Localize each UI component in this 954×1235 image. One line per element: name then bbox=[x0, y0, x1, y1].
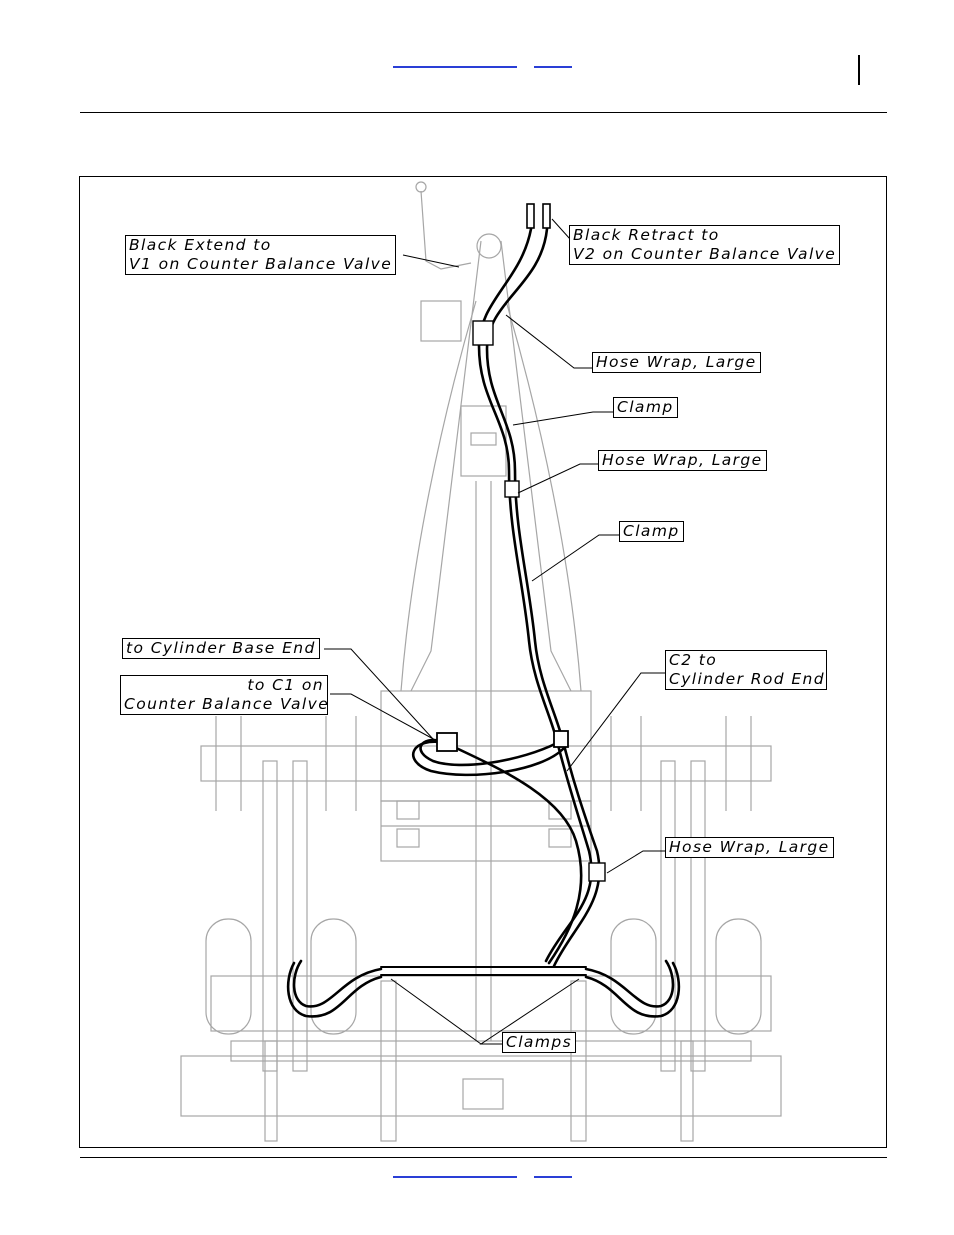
header-link-1[interactable] bbox=[393, 66, 517, 68]
label-clamp-2: Clamp bbox=[619, 521, 684, 542]
safety-chain bbox=[421, 191, 471, 269]
hose-wrap-3 bbox=[589, 863, 605, 881]
label-hose-wrap-1: Hose Wrap, Large bbox=[592, 352, 761, 373]
label-c1: to C1 on Counter Balance Valve bbox=[120, 675, 328, 715]
leader-hose-wrap-1 bbox=[506, 315, 593, 368]
left-lift-arm-inner bbox=[293, 761, 307, 1071]
right-lift-arm-inner bbox=[691, 761, 705, 1071]
label-clamp-1: Clamp bbox=[613, 397, 678, 418]
hose-wrap-2 bbox=[505, 481, 519, 497]
label-c2-line-1: C2 to bbox=[669, 651, 823, 670]
hose-extend-main bbox=[479, 229, 591, 961]
header-link-2[interactable] bbox=[534, 66, 572, 68]
hose-right-cylinder bbox=[586, 961, 673, 1006]
hitch-box bbox=[421, 301, 461, 341]
label-black-retract-line-1: Black Retract to bbox=[573, 226, 836, 245]
label-hose-wrap-2-text: Hose Wrap, Large bbox=[602, 451, 763, 470]
hose-right-cylinder-2 bbox=[586, 963, 679, 1016]
header-divider bbox=[858, 55, 860, 85]
tongue-inner-left bbox=[401, 301, 476, 691]
label-black-retract: Black Retract to V2 on Counter Balance V… bbox=[569, 225, 840, 265]
coupler-2 bbox=[543, 204, 550, 228]
c2-valve bbox=[554, 731, 568, 747]
label-hose-wrap-3: Hose Wrap, Large bbox=[665, 837, 834, 858]
leader-black-retract bbox=[552, 219, 570, 239]
label-hose-wrap-2: Hose Wrap, Large bbox=[598, 450, 767, 471]
label-black-extend-line-2: V1 on Counter Balance Valve bbox=[129, 255, 392, 274]
leader-hose-wrap-3 bbox=[607, 851, 666, 873]
footer-link-1[interactable] bbox=[393, 1176, 517, 1178]
coupler-1 bbox=[527, 204, 534, 228]
hose-wrap-1 bbox=[473, 321, 493, 345]
label-clamps: Clamps bbox=[502, 1032, 576, 1053]
leader-lines bbox=[324, 219, 666, 1044]
footer-rule bbox=[80, 1157, 887, 1158]
leader-clamp-1 bbox=[513, 412, 615, 425]
counter-balance-valve bbox=[437, 733, 457, 751]
label-c1-line-1: to C1 on bbox=[124, 676, 324, 695]
leader-c2 bbox=[567, 673, 666, 771]
footer-link-2[interactable] bbox=[534, 1176, 572, 1178]
label-c2-line-2: Cylinder Rod End bbox=[669, 670, 823, 689]
bracket-left bbox=[397, 801, 419, 819]
label-clamp-2-text: Clamp bbox=[623, 522, 680, 541]
label-clamp-1-text: Clamp bbox=[617, 398, 674, 417]
label-c2: C2 to Cylinder Rod End bbox=[665, 650, 827, 690]
label-hose-wrap-1-text: Hose Wrap, Large bbox=[596, 353, 757, 372]
label-black-extend-line-1: Black Extend to bbox=[129, 236, 392, 255]
safety-chain-ring bbox=[416, 182, 426, 192]
label-cylinder-base: to Cylinder Base End bbox=[122, 638, 320, 659]
tongue-right-side bbox=[501, 241, 571, 691]
hose-left-cylinder-2 bbox=[288, 963, 381, 1016]
bracket-left-lower bbox=[397, 829, 419, 847]
leader-c1 bbox=[330, 694, 437, 741]
label-clamps-text: Clamps bbox=[506, 1033, 572, 1052]
bracket-right-lower bbox=[549, 829, 571, 847]
label-cylinder-base-text: to Cylinder Base End bbox=[126, 639, 316, 658]
rear-center-box bbox=[463, 1079, 503, 1109]
mid-frame-box bbox=[381, 801, 591, 861]
leader-clamps-left bbox=[391, 979, 503, 1044]
left-lift-arm bbox=[263, 761, 277, 1071]
jack-display bbox=[471, 433, 496, 445]
hydraulic-diagram-figure: Black Extend to V1 on Counter Balance Va… bbox=[79, 176, 887, 1148]
hydraulic-hoses bbox=[288, 204, 679, 1016]
right-lift-arm bbox=[661, 761, 675, 1071]
jack-housing bbox=[461, 406, 506, 476]
header-rule bbox=[80, 112, 887, 113]
leader-black-extend bbox=[403, 255, 459, 267]
hose-loop-left-2 bbox=[413, 742, 563, 775]
label-hose-wrap-3-text: Hose Wrap, Large bbox=[669, 838, 830, 857]
label-black-retract-line-2: V2 on Counter Balance Valve bbox=[573, 245, 836, 264]
leader-clamp-2 bbox=[532, 535, 620, 581]
hose-retract-main bbox=[487, 229, 599, 966]
label-black-extend: Black Extend to V1 on Counter Balance Va… bbox=[125, 235, 396, 275]
label-c1-line-2: Counter Balance Valve bbox=[124, 695, 324, 714]
